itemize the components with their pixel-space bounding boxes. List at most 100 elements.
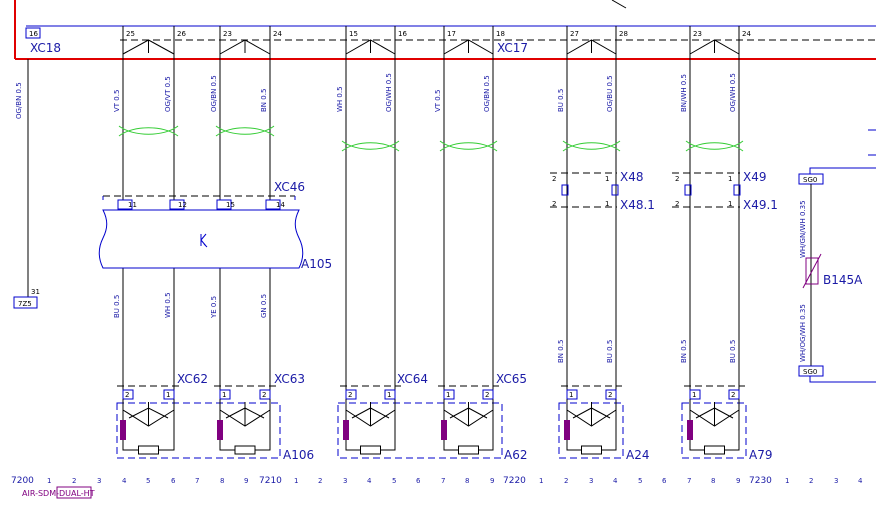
grid-reference: 5: [146, 477, 150, 485]
lower-wire-code: BU 0.5: [729, 340, 737, 363]
grid-reference: 3: [97, 477, 101, 485]
top-pin-label: 26: [177, 30, 186, 38]
device-pin-label: 1: [446, 391, 450, 399]
x49-connector: 2 1 2 1 X49 X49.1: [672, 170, 778, 212]
xc64-label: XC64: [397, 372, 428, 386]
switch-symbol: [689, 39, 740, 55]
grid-reference: 8: [465, 477, 469, 485]
xc46-pin-11: 11: [128, 201, 137, 209]
diagram-name-box: AIR-SDM-DUAL-HT: [22, 486, 95, 499]
device-pin-label: 1: [387, 391, 391, 399]
grid-reference: 2: [72, 477, 76, 485]
svg-text:1: 1: [728, 175, 732, 183]
top-pin-label: 24: [273, 30, 282, 38]
twist-marker: [685, 140, 744, 152]
xc46-pin-14: 14: [276, 201, 285, 209]
pin-cell: [384, 389, 396, 400]
pin-cell: [163, 389, 175, 400]
grid-reference: 5: [392, 477, 396, 485]
resistor: [704, 445, 725, 455]
upper-wire-codes: VT 0.5 OG/VT 0.5 OG/BN 0.5 BN 0.5 WH 0.5 OG/W…: [113, 73, 737, 363]
twisted-pair-markers: [118, 125, 744, 152]
pin-cell: [219, 389, 231, 400]
lower-wire-code: BU 0.5: [606, 340, 614, 363]
resistor: [458, 445, 479, 455]
twist-marker: [118, 125, 179, 137]
x48-1-label: X48.1: [620, 198, 655, 212]
device-pin-label: 2: [262, 391, 266, 399]
relay-contacts: [345, 399, 396, 427]
svg-text:1: 1: [605, 200, 609, 208]
lower-wire-code: BU 0.5: [113, 295, 121, 318]
upper-wire-code: OG/BN 0.5: [483, 75, 491, 112]
relay-contacts: [689, 399, 740, 427]
device-pin-label: 2: [485, 391, 489, 399]
upper-wire-code: VT 0.5: [434, 90, 442, 112]
top-pin-label: 17: [447, 30, 456, 38]
grid-reference: 7: [687, 477, 691, 485]
coil: [120, 420, 126, 440]
ground-point-label: 7Z5: [18, 300, 32, 308]
device-pin-label: 1: [166, 391, 170, 399]
device-pin-label: 2: [125, 391, 129, 399]
coil: [343, 420, 349, 440]
x48-connector: 2 1 2 1 X48 X48.1: [550, 170, 655, 212]
grid-reference: 4: [122, 477, 127, 485]
grid-reference: 7220: [503, 476, 526, 486]
switch-symbol: [345, 39, 396, 55]
lower-wire-code: BN 0.5: [680, 340, 688, 363]
b145a-top-wire-code: WH/GN/WH 0.35: [799, 200, 807, 258]
resistor: [234, 445, 256, 455]
lower-wire-code: BN 0.5: [557, 340, 565, 363]
svg-text:2: 2: [552, 200, 556, 208]
top-pin-label: 23: [693, 30, 702, 38]
device-frame: [681, 402, 747, 459]
upper-wire-code: OG/WH 0.5: [385, 73, 393, 112]
twist-marker: [439, 140, 498, 152]
grid-reference: 1: [785, 477, 789, 485]
grid-reference: 2: [564, 477, 568, 485]
grid-reference: 2: [318, 477, 322, 485]
coil: [217, 420, 223, 440]
grid-reference: 1: [294, 477, 298, 485]
device-frame: [558, 402, 624, 459]
grid-reference: 7: [195, 477, 199, 485]
pin-cell: [689, 389, 701, 400]
top-pin-label: 24: [742, 30, 751, 38]
upper-wire-code: OG/BN 0.5: [210, 75, 218, 112]
svg-text:1: 1: [728, 200, 732, 208]
switch-symbol: [566, 39, 617, 55]
svg-text:2: 2: [675, 175, 679, 183]
xc62-label: XC62: [177, 372, 208, 386]
grid-reference: 8: [711, 477, 715, 485]
upper-wire-code: OG/VT 0.5: [164, 76, 172, 112]
pin-cell: [566, 389, 578, 400]
coil: [687, 420, 693, 440]
grid-reference: 7200: [11, 476, 34, 486]
grid-reference: 1: [539, 477, 543, 485]
b145a-sensor: SG0 WH/GN/WH 0.35 B145A WH/OG/WH 0.35 SG…: [798, 129, 876, 383]
a105-module: 11 12 15 14 XC46 A105: [98, 180, 332, 271]
grid-reference: 3: [343, 477, 347, 485]
twist-marker: [215, 125, 275, 137]
device-pin-label: 2: [348, 391, 352, 399]
a79-label: A79: [749, 448, 772, 462]
grid-reference: 4: [613, 477, 618, 485]
x49-label: X49: [743, 170, 767, 184]
grid-reference: 2: [809, 477, 813, 485]
grid-reference: 9: [736, 477, 740, 485]
diagram-name: AIR-SDM-DUAL-HT: [22, 489, 95, 498]
upper-wire-code: WH 0.5: [336, 86, 344, 112]
top-switch-symbols: [122, 39, 740, 55]
grid-reference: 5: [638, 477, 642, 485]
grid-reference: 9: [244, 477, 248, 485]
xc18-wire-code: OG/BN 0.5: [15, 82, 23, 119]
a105-label: A105: [301, 257, 332, 271]
top-pin-label: 15: [349, 30, 358, 38]
a62-label: A62: [504, 448, 527, 462]
upper-wire-code: BN/WH 0.5: [680, 74, 688, 112]
svg-text:1: 1: [605, 175, 609, 183]
top-pin-label: 25: [126, 30, 135, 38]
xc46-pin-15: 15: [226, 201, 235, 209]
